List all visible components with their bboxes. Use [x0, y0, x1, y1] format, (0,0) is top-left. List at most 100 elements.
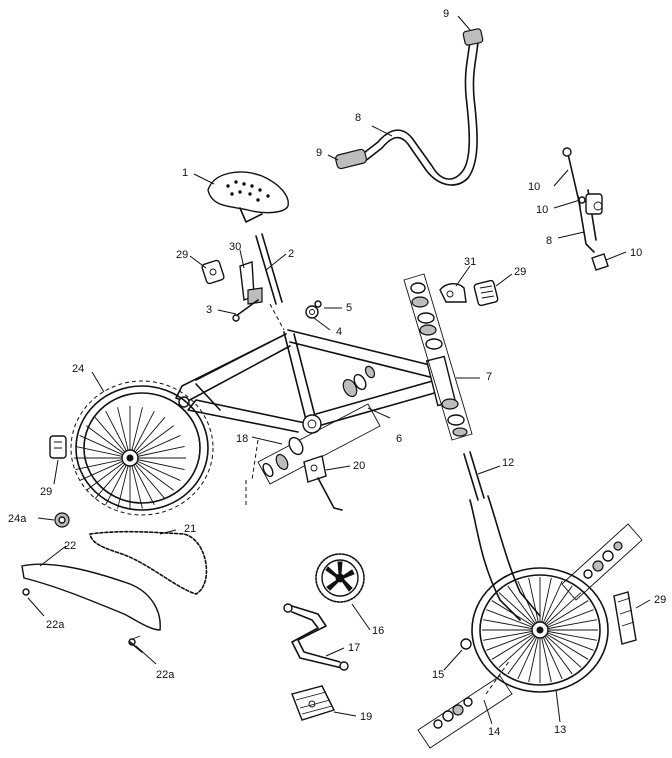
callout-22a-bottom: 22a: [156, 669, 175, 681]
rear-wheel-spoke: [129, 407, 143, 459]
bottom-bracket-bearing-set: [245, 365, 381, 506]
rear-wheel-spoke: [79, 435, 131, 459]
callout-20: 20: [353, 460, 365, 472]
front-wheel-spoke: [539, 585, 573, 631]
saddle-part: [207, 171, 289, 223]
front-wheel-spoke: [539, 629, 589, 660]
front-wheel-spoke: [539, 629, 563, 680]
rear-wheel-spoke: [129, 457, 143, 509]
brake-assembly-part: [562, 147, 609, 271]
seat-post-part: [255, 233, 285, 331]
callout-14: 14: [488, 726, 500, 738]
rear-wheel-spoke: [129, 445, 185, 459]
chain-part: [89, 530, 208, 595]
handlebar-part: [335, 28, 484, 186]
rear-sprocket-part: [54, 512, 70, 528]
callout-16: 16: [372, 625, 384, 637]
callout-30: 30: [229, 241, 241, 253]
front-wheel-spoke: [528, 629, 541, 683]
crank-sprocket-part: [315, 553, 365, 603]
front-wheel-spoke: [539, 600, 589, 631]
guard-bolt-part: [129, 641, 143, 653]
callout-29-seat: 29: [176, 249, 188, 261]
rear-wheel-spoke: [105, 410, 131, 459]
callout-labels: 9 8 9 1 2 29 30 3 4 5 6 7 12 18 20 24 29…: [8, 8, 666, 738]
front-wheel-spoke: [539, 629, 552, 683]
front-axle-hardware-right: [561, 523, 643, 601]
callout-10-mid: 10: [536, 204, 548, 216]
callout-4: 4: [336, 326, 342, 338]
callout-17: 17: [348, 642, 360, 654]
seat-clamp-parts: [201, 259, 263, 322]
callout-9-grip: 9: [316, 147, 322, 159]
rear-wheel-spoke: [129, 417, 166, 459]
pedal-part: [291, 685, 335, 721]
front-wheel-spoke: [483, 619, 541, 631]
rear-wheel-spoke: [129, 457, 185, 471]
callout-8-brake: 8: [546, 235, 552, 247]
front-wheel-spoke: [539, 629, 597, 641]
rear-wheel-spoke: [129, 457, 175, 491]
rear-wheel-spoke: [117, 457, 131, 509]
front-axle-hardware: [417, 659, 513, 749]
front-reflector-part: [613, 591, 637, 645]
crank-arm-part: [283, 603, 349, 671]
rear-wheel-spoke: [94, 417, 131, 459]
front-wheel-spoke: [528, 577, 541, 631]
callout-7: 7: [486, 371, 492, 383]
front-wheel-spoke: [539, 577, 552, 631]
front-wheel-spoke: [498, 592, 541, 631]
front-wheel-spoke: [507, 629, 541, 675]
front-wheel-spoke: [539, 629, 582, 668]
callout-22a-left: 22a: [46, 619, 65, 631]
rear-wheel-spoke: [79, 457, 131, 481]
front-wheel-spoke: [517, 629, 541, 680]
callout-13: 13: [554, 724, 566, 736]
rear-wheel-spoke: [129, 410, 155, 459]
front-wheel-spoke: [498, 629, 541, 668]
callout-3: 3: [206, 304, 212, 316]
rear-wheel-spoke: [75, 457, 131, 471]
rear-wheel-spoke: [85, 425, 131, 459]
rear-wheel-spoke: [129, 457, 181, 481]
callout-31: 31: [464, 256, 476, 268]
bolt-nut-part: [305, 300, 322, 319]
callout-24a: 24a: [8, 513, 27, 525]
callout-8-handlebar: 8: [355, 112, 361, 124]
callout-leader-lines: [27, 15, 651, 725]
headset-clamp-and-reflector: [439, 279, 499, 307]
callout-12: 12: [502, 457, 514, 469]
front-wheel-spoke: [539, 629, 594, 651]
rear-wheel-part: [70, 380, 214, 516]
rear-wheel-spoke: [129, 457, 166, 499]
front-wheel-spoke: [491, 629, 541, 660]
front-wheel-spoke: [483, 629, 541, 641]
front-wheel-spoke: [539, 609, 594, 631]
front-wheel-spoke: [507, 585, 541, 631]
rear-reflector-part: [49, 435, 67, 459]
front-wheel-spoke: [539, 580, 563, 631]
rear-wheel-spoke: [94, 457, 131, 499]
callout-2: 2: [288, 248, 294, 260]
rear-wheel-spoke: [129, 435, 181, 459]
callout-29-rear: 29: [40, 486, 52, 498]
kickstand-part: [303, 455, 343, 511]
callout-10-top: 10: [528, 181, 540, 193]
front-wheel-part: [471, 567, 609, 693]
rear-wheel-spoke: [129, 425, 175, 459]
callout-15: 15: [432, 669, 444, 681]
front-wheel-spoke: [486, 629, 541, 651]
chain-guard-part: [21, 563, 161, 646]
axle-nut-part: [460, 638, 472, 650]
callout-1: 1: [182, 167, 188, 179]
front-wheel-spoke: [486, 609, 541, 631]
front-wheel-spoke: [517, 580, 541, 631]
callout-9-top: 9: [443, 8, 449, 20]
rear-wheel-spoke: [105, 457, 131, 506]
callout-29-head: 29: [514, 266, 526, 278]
rear-wheel-spoke: [117, 407, 131, 459]
front-wheel-spoke: [539, 629, 573, 675]
rear-wheel-spoke: [85, 457, 131, 491]
front-wheel-spoke: [539, 592, 582, 631]
